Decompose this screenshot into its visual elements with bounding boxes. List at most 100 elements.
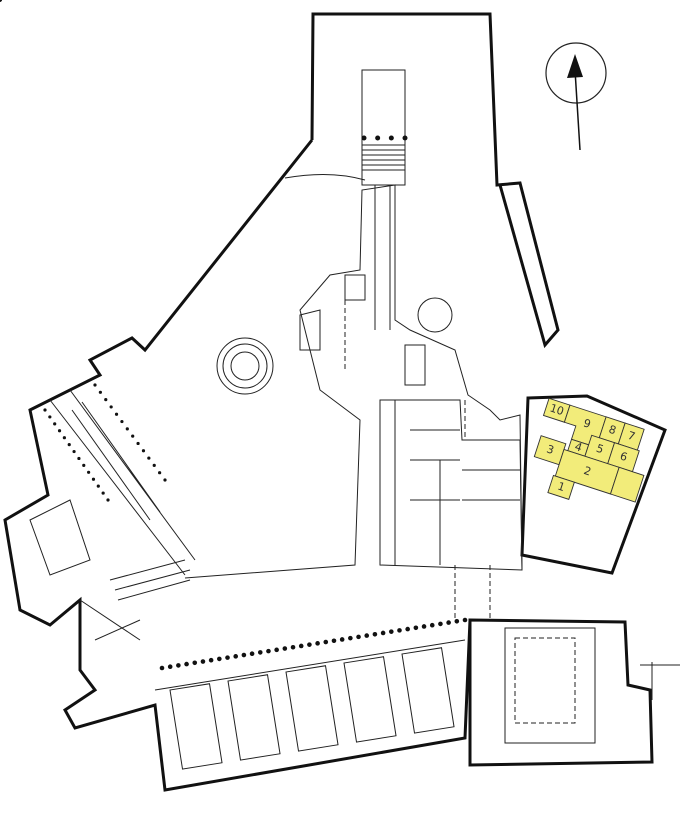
- column-dot: [87, 470, 91, 474]
- column-dot: [454, 618, 460, 624]
- column-dot: [375, 135, 381, 141]
- column-dot: [405, 626, 410, 632]
- column-dot: [104, 398, 108, 402]
- room-label-7: 7: [626, 429, 637, 444]
- column-dot: [462, 617, 468, 623]
- column-dot: [380, 630, 386, 636]
- column-dot: [176, 663, 181, 668]
- column-dot: [125, 427, 129, 431]
- courtyard-boundary: [184, 184, 523, 579]
- highlighted-rooms: 10 9 8 7 4 5 6 3 2 1: [533, 397, 645, 503]
- column-dot: [159, 665, 165, 671]
- column-dot: [249, 651, 255, 657]
- column-dot: [109, 405, 113, 409]
- column-dot: [98, 390, 102, 394]
- column-dot: [147, 456, 151, 460]
- column-dot: [274, 647, 279, 653]
- southeast-peristyle: [504, 627, 596, 744]
- column-dot: [141, 449, 146, 453]
- column-dot: [339, 637, 345, 642]
- column-dot: [331, 638, 337, 644]
- column-dot: [233, 654, 239, 659]
- southeast-courtyard: [514, 637, 576, 724]
- column-dot: [348, 635, 353, 641]
- column-dot: [446, 620, 451, 625]
- column-dot: [91, 477, 96, 481]
- column-dot: [82, 463, 86, 467]
- west-stoa: [29, 389, 196, 641]
- column-dot: [57, 429, 62, 433]
- column-dot: [208, 657, 214, 663]
- column-dot: [257, 650, 263, 655]
- column-dot: [136, 441, 140, 446]
- room-label-10: 10: [548, 401, 565, 418]
- column-dot: [67, 443, 71, 447]
- east-annex-line: [640, 662, 680, 700]
- column-dot: [225, 655, 230, 660]
- column-dot: [158, 471, 162, 475]
- column-dot: [421, 624, 427, 629]
- south-stoa-inner: [154, 639, 466, 691]
- column-dot: [364, 633, 370, 638]
- column-dot: [429, 622, 435, 628]
- column-dot: [217, 656, 222, 662]
- south-stoa-rooms: [169, 647, 455, 770]
- colonnades: [0, 0, 468, 671]
- column-dot: [307, 642, 312, 647]
- room-2-annex: [609, 466, 645, 503]
- column-dot: [96, 484, 100, 488]
- column-dot: [0, 0, 2, 2]
- column-dot: [298, 643, 304, 649]
- southeast-building-wall: [468, 618, 654, 767]
- column-dot: [101, 491, 105, 495]
- column-dot: [388, 629, 394, 634]
- room-label-8: 8: [607, 423, 618, 438]
- stoa-room: [227, 674, 281, 761]
- north-arrow-icon: [545, 42, 607, 151]
- column-dot: [290, 644, 296, 650]
- stoa-room: [343, 656, 397, 743]
- outer-wall-west: [3, 139, 472, 792]
- column-dot: [152, 463, 156, 467]
- column-dot: [361, 135, 367, 141]
- column-dot: [192, 660, 198, 666]
- column-dot: [266, 648, 271, 654]
- stoa-room: [285, 665, 339, 752]
- east-wing-wall: [520, 394, 667, 575]
- round-structure: [417, 297, 453, 333]
- stoa-room: [169, 683, 223, 770]
- room-label-1: 1: [556, 480, 567, 495]
- column-dot: [315, 641, 320, 646]
- column-dot: [167, 664, 173, 670]
- column-dot: [120, 419, 124, 424]
- column-dot: [413, 625, 419, 631]
- room-label-2: 2: [582, 464, 593, 479]
- column-dot: [77, 456, 81, 461]
- room-label-5: 5: [595, 442, 606, 457]
- column-dot: [163, 478, 167, 482]
- stoa-room: [401, 647, 455, 734]
- column-dot: [388, 135, 394, 141]
- room-label-6: 6: [618, 449, 629, 464]
- room-label-9: 9: [582, 417, 593, 432]
- central-buildings: [299, 274, 523, 571]
- column-dot: [114, 412, 119, 416]
- column-dot: [53, 422, 57, 426]
- room-label-4: 4: [573, 440, 584, 455]
- column-dot: [282, 646, 288, 651]
- north-gallery: [284, 69, 406, 330]
- column-dot: [402, 135, 408, 141]
- column-dot: [106, 498, 110, 502]
- passage-south: [344, 300, 491, 620]
- column-dot: [200, 659, 206, 664]
- column-dot: [438, 621, 443, 627]
- room-1: [547, 474, 575, 500]
- column-dot: [323, 639, 329, 645]
- column-dot: [62, 436, 66, 440]
- room-label-3: 3: [545, 442, 556, 457]
- column-dot: [356, 634, 361, 640]
- column-dot: [93, 383, 97, 387]
- column-dot: [43, 408, 47, 412]
- round-temple: [216, 337, 274, 395]
